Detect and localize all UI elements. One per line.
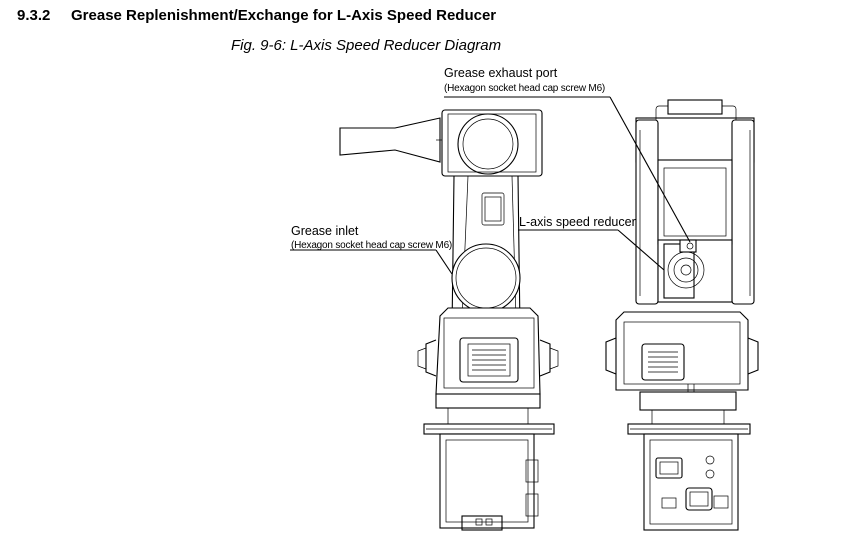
side-view [605, 99, 759, 531]
speed-reducer-label: L-axis speed reducer [519, 215, 636, 229]
exhaust-port-label: Grease exhaust port [444, 66, 558, 80]
grease-inlet-label: Grease inlet [291, 224, 359, 238]
front-view [339, 109, 559, 531]
grease-inlet-detail: (Hexagon socket head cap screw M6) [291, 240, 453, 251]
exhaust-port-detail: (Hexagon socket head cap screw M6) [444, 83, 606, 94]
figure-caption: Fig. 9-6: L-Axis Speed Reducer Diagram [231, 37, 502, 54]
section-number: 9.3.2 [17, 7, 51, 24]
leader-lines [290, 96, 691, 275]
section-heading: 9.3.2 Grease Replenishment/Exchange for L… [17, 7, 496, 24]
section-title: Grease Replenishment/Exchange for L-Axis… [71, 7, 497, 24]
